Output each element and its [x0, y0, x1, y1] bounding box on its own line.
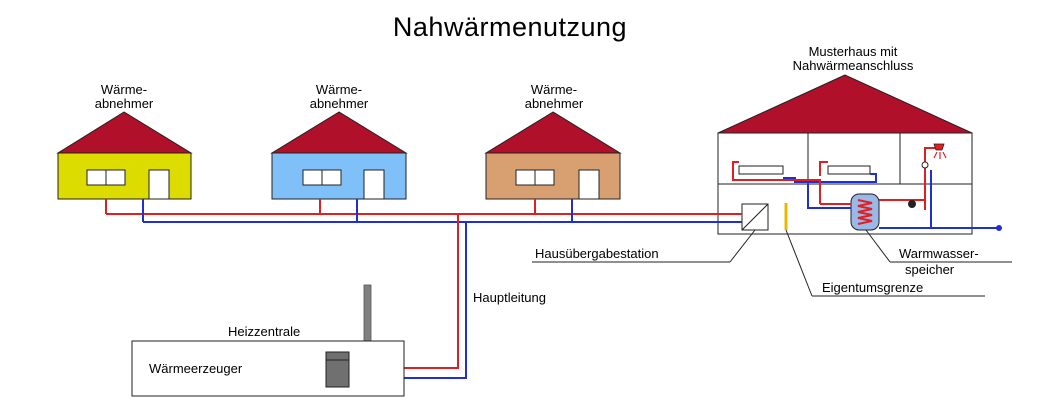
house-2-door [363, 169, 385, 200]
hot-water-tank-icon [850, 193, 880, 231]
house-2-window [321, 169, 342, 186]
house-3-window [534, 169, 555, 186]
house-2-label-line2: abnehmer [310, 96, 369, 111]
hot-water-label-line2: speicher [905, 262, 955, 277]
heat-generator-icon [325, 351, 350, 388]
house-3-door [578, 169, 600, 200]
hot-water-tank-coil [857, 199, 873, 225]
model-house-roof [717, 74, 973, 134]
house-2-roof [270, 111, 408, 154]
heating-plant: Heizzentrale Wärmeerzeuger [131, 284, 405, 397]
property-boundary-leader [785, 229, 813, 297]
transfer-station-diagonal [741, 203, 769, 231]
house-1-label-line2: abnehmer [95, 96, 154, 111]
heating-plant-label: Heizzentrale [228, 324, 300, 339]
shower-spray-icon [933, 151, 947, 159]
chimney [363, 284, 372, 342]
transfer-station-leader [729, 229, 756, 263]
house-2-label-line1: Wärme- [316, 82, 362, 97]
consumer-house-1: Wärme- abnehmer [56, 82, 193, 200]
shower-pipe [924, 147, 936, 160]
house-3-label-line1: Wärme- [531, 82, 577, 97]
hot-water-label-line1: Warmwasser- [899, 246, 979, 261]
mixing-valve-icon [921, 161, 929, 169]
radiator-supply-pipe [819, 161, 828, 176]
shower-head-icon [933, 143, 945, 151]
consumer-house-2: Wärme- abnehmer [270, 82, 408, 200]
radiator-supply-pipe [732, 161, 739, 174]
heating-riser-supply [732, 174, 821, 204]
pump-icon [908, 200, 916, 208]
water-connection-icon [996, 225, 1002, 231]
consumer-house-3: Wärme- abnehmer [484, 82, 622, 200]
radiator-return-pipe [783, 173, 877, 183]
house-3-window [515, 169, 536, 186]
main-line-label: Hauptleitung [473, 290, 546, 305]
house-1-label-line1: Wärme- [101, 82, 147, 97]
distribution-network [105, 199, 742, 379]
model-house: Musterhaus mit Nahwärmeanschluss [717, 44, 1002, 235]
house-3-label-line2: abnehmer [525, 96, 584, 111]
diagram-title: Nahwärmenutzung [393, 12, 627, 42]
tank-return-pipe [807, 204, 851, 209]
house-2-window [302, 169, 323, 186]
house-1-roof [56, 111, 193, 154]
model-house-label-line2: Nahwärmeanschluss [793, 58, 914, 73]
heat-generator-label: Wärmeerzeuger [149, 361, 243, 376]
property-boundary-label: Eigentumsgrenze [822, 280, 923, 295]
house-3-roof [484, 111, 622, 154]
hot-water-leader [865, 229, 891, 263]
transfer-station-label: Hausübergabestation [535, 246, 659, 261]
radiator-icon [738, 165, 784, 175]
model-house-label-line1: Musterhaus mit [809, 44, 898, 59]
house-1-window [86, 169, 107, 186]
house-1-door [148, 169, 170, 200]
heating-plant-building [131, 340, 405, 397]
house-1-window [105, 169, 126, 186]
radiator-icon [827, 165, 871, 175]
